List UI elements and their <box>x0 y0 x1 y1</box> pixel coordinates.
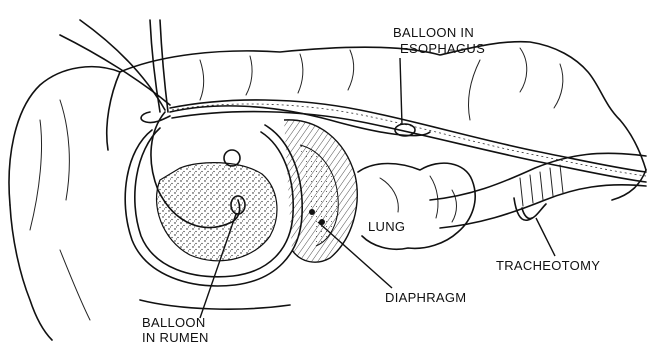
leader-tracheotomy <box>536 218 555 256</box>
label-diaphragm: DIAPHRAGM <box>385 290 466 305</box>
label-lung: LUNG <box>368 219 405 234</box>
lung <box>358 163 475 249</box>
label-rumen-line1: BALLOON <box>142 315 206 330</box>
label-esophagus-line2: ESOPHAGUS <box>400 41 485 56</box>
diaphragm-region <box>284 120 357 262</box>
leader-esophagus <box>400 58 402 125</box>
label-tracheotomy: TRACHEOTOMY <box>496 258 600 273</box>
label-rumen-line2: IN RUMEN <box>142 330 209 345</box>
trachea <box>430 153 646 228</box>
label-esophagus-line1: BALLOON IN <box>393 25 474 40</box>
